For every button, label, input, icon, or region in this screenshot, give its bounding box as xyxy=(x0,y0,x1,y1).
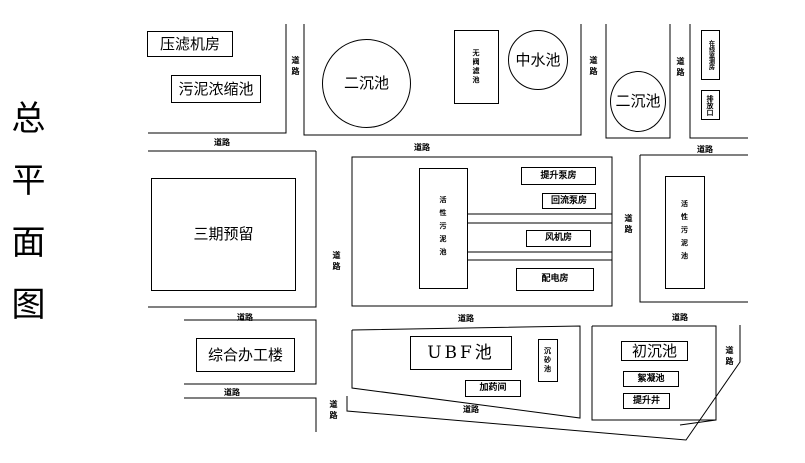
road-label: 道路 xyxy=(672,312,688,322)
blower-room xyxy=(526,230,591,247)
activated-sludge-tank-right-label: 活性污泥池 xyxy=(680,200,690,265)
road-edge xyxy=(346,325,741,441)
road-edge xyxy=(184,397,317,432)
primary-clarifier xyxy=(621,341,688,361)
grit-chamber xyxy=(538,339,558,382)
lift-pump-room-label: 提升泵房 xyxy=(540,170,577,181)
road-label: 道路 xyxy=(697,144,713,154)
lift-well xyxy=(623,393,670,409)
secondary-clarifier-1 xyxy=(322,39,411,128)
return-pump-room-label: 回流泵房 xyxy=(550,195,587,206)
road-edge xyxy=(679,419,717,426)
road-label: 道路 xyxy=(463,404,479,414)
road-label: 道路 xyxy=(676,57,686,79)
blower-room-label: 风机房 xyxy=(544,233,572,243)
road-edge xyxy=(184,319,317,385)
chemical-dosing-room xyxy=(465,380,521,397)
reclaimed-water-pool-label: 中水池 xyxy=(515,50,561,69)
secondary-clarifier-1-label: 二沉池 xyxy=(343,74,389,92)
ubf-tank xyxy=(410,336,512,370)
phase-three-reserved-label: 三期预留 xyxy=(193,225,254,243)
road-label: 道路 xyxy=(291,56,301,78)
road-label: 道路 xyxy=(224,387,240,397)
online-monitoring-room-label: 在线监测房 xyxy=(707,40,715,70)
phase-three-reserved xyxy=(151,178,296,291)
power-distribution-room xyxy=(516,268,594,291)
filter-press-room xyxy=(147,31,233,57)
valveless-filter-label: 无阀滤池 xyxy=(472,49,481,85)
road-edge xyxy=(605,24,671,139)
online-monitoring-room xyxy=(701,30,720,80)
return-pump-room xyxy=(542,193,596,209)
discharge-outlet-label: 排放口 xyxy=(706,94,715,116)
plan-title: 总平面图 xyxy=(5,100,45,348)
sludge-thickener xyxy=(171,75,261,103)
road-edge xyxy=(351,325,581,419)
road-label: 道路 xyxy=(332,251,342,273)
coagulation-tank-label: 絮凝池 xyxy=(637,373,665,384)
chemical-dosing-room-label: 加药间 xyxy=(479,383,507,393)
activated-sludge-tank-left xyxy=(419,168,468,289)
road-label: 道路 xyxy=(214,137,230,147)
valveless-filter xyxy=(454,30,499,104)
road-edge xyxy=(689,24,748,139)
grit-chamber-label: 沉砂池 xyxy=(543,347,553,374)
road-label: 道路 xyxy=(414,142,430,152)
road-label: 道路 xyxy=(624,214,634,236)
primary-clarifier-label: 初沉池 xyxy=(631,341,677,360)
road-edge xyxy=(148,151,317,308)
filter-press-room-label: 压滤机房 xyxy=(159,34,220,53)
centre-block xyxy=(351,156,613,307)
activated-sludge-tank-right xyxy=(665,176,705,289)
office-building xyxy=(196,338,295,372)
ubf-tank-label: UBF池 xyxy=(427,342,495,363)
activated-sludge-tank-left-label: 活性污泥池 xyxy=(439,196,448,261)
road-edge xyxy=(148,24,287,134)
road-label: 道路 xyxy=(458,313,474,323)
discharge-outlet xyxy=(701,90,720,120)
reclaimed-water-pool xyxy=(508,30,568,90)
secondary-clarifier-2 xyxy=(610,71,666,132)
road-label: 道路 xyxy=(725,346,735,368)
road-label: 道路 xyxy=(237,312,253,322)
secondary-clarifier-2-label: 二沉池 xyxy=(615,92,661,110)
sludge-thickener-label: 污泥浓缩池 xyxy=(178,79,254,98)
lift-pump-room xyxy=(521,167,596,185)
office-building-label: 综合办工楼 xyxy=(207,345,283,364)
lift-well-label: 提升井 xyxy=(632,395,660,406)
road-label: 道路 xyxy=(329,400,339,422)
coagulation-tank xyxy=(623,371,679,387)
road-label: 道路 xyxy=(589,56,599,78)
road-edge xyxy=(639,155,748,303)
power-distribution-room-label: 配电房 xyxy=(541,274,569,284)
road-edge xyxy=(303,24,582,136)
